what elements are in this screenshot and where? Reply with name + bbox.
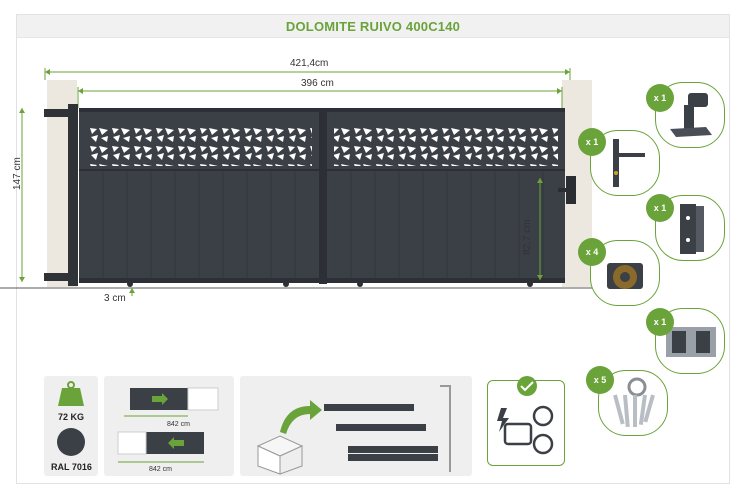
accessory-qty-badge: x 5 xyxy=(586,366,614,394)
keys-icon xyxy=(613,377,655,428)
accessory-qty-badge: x 1 xyxy=(578,128,606,156)
total-width-label: 421,4cm xyxy=(290,58,329,69)
product-title: DOLOMITE RUIVO 400C140 xyxy=(285,18,461,34)
accessory-bracket xyxy=(655,195,725,261)
accessory-qty-badge: x 1 xyxy=(646,308,674,336)
track-length-1: 842 cm xyxy=(167,421,190,428)
clearance-label: 3 cm xyxy=(104,293,126,304)
height-label: 147 cm xyxy=(12,157,23,190)
track-diagram xyxy=(117,387,219,463)
weight-icon xyxy=(58,381,84,406)
perforated-band-right xyxy=(334,124,558,166)
accessory-qty-badge: x 1 xyxy=(646,194,674,222)
title-bar: DOLOMITE RUIVO 400C140 xyxy=(17,15,729,38)
color-swatch xyxy=(57,428,85,456)
passage-width-label: 396 cm xyxy=(301,78,334,89)
accessory-qty-badge: x 4 xyxy=(578,238,606,266)
track-length-2: 842 cm xyxy=(149,466,172,473)
panel-height-label: 82,7 cm xyxy=(522,219,533,255)
product-frame xyxy=(16,14,730,484)
weight-label: 72 KG xyxy=(58,412,85,422)
wheel-icon xyxy=(607,263,643,289)
guide-roller-icon xyxy=(666,327,716,357)
packaging-diagram xyxy=(256,385,451,475)
motor-gear-icon xyxy=(497,376,554,455)
color-code-label: RAL 7016 xyxy=(51,462,92,472)
gate-stop-icon xyxy=(670,93,712,137)
bracket-icon xyxy=(680,204,704,254)
handle-lock-icon xyxy=(613,139,645,187)
accessory-qty-badge: x 1 xyxy=(646,84,674,112)
perforated-band-left xyxy=(86,124,312,166)
accessory-keys xyxy=(598,370,668,436)
accessory-gate-stop xyxy=(655,82,725,148)
